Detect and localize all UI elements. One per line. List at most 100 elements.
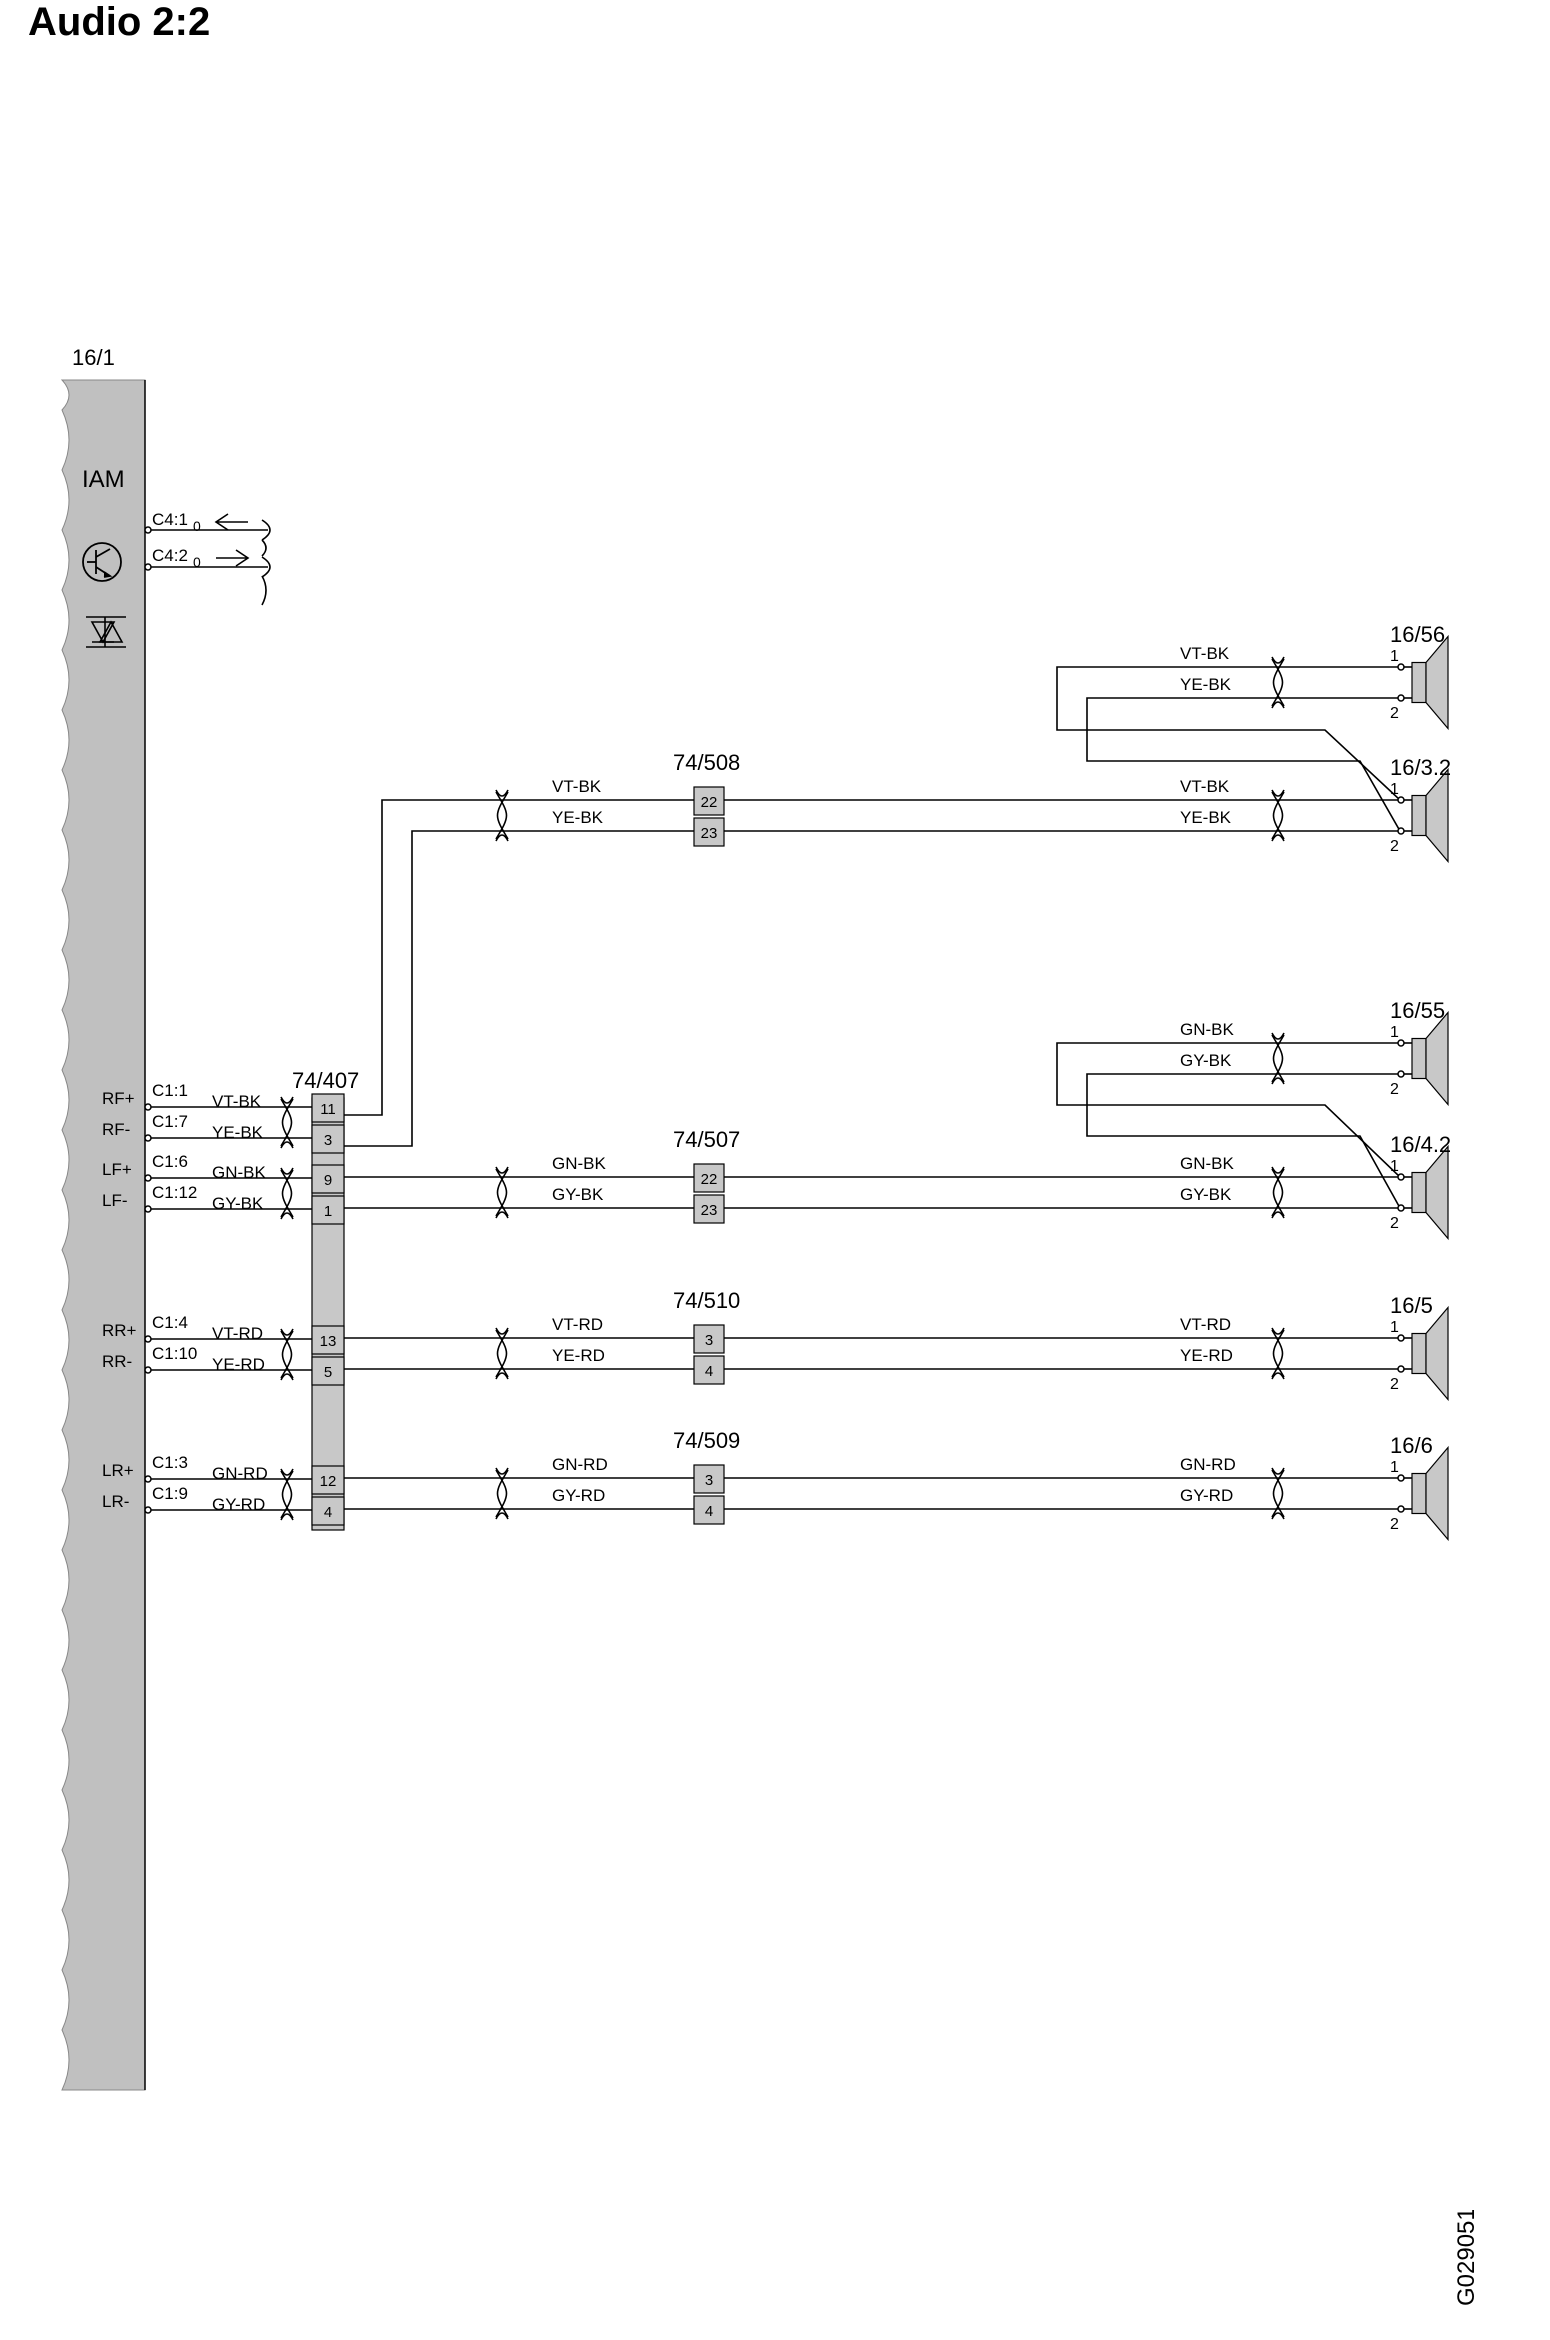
signal-label: RF+ xyxy=(102,1089,135,1108)
c4-pin-2-zero: 0 xyxy=(193,554,201,570)
connector-pin-number: 4 xyxy=(705,1503,713,1520)
speaker-icon xyxy=(1397,1010,1449,1107)
c4-wires xyxy=(144,513,271,606)
signal-pin: C1:1 xyxy=(152,1081,188,1100)
twisted-pair-icon xyxy=(280,1328,294,1381)
signal-label: LR- xyxy=(102,1492,129,1511)
wire-color: VT-RD xyxy=(552,1315,603,1334)
connector-pin-cell xyxy=(311,1195,345,1225)
wire-color: VT-RD xyxy=(1180,1315,1231,1334)
twisted-pair-icon xyxy=(280,1096,294,1149)
wire-rf-minus xyxy=(344,830,1400,1147)
speaker-icon xyxy=(1397,1305,1449,1402)
connector-pin-number: 4 xyxy=(705,1363,713,1380)
module-ref: 16/1 xyxy=(72,345,115,370)
speaker-pin: 2 xyxy=(1390,838,1399,855)
speaker-pin: 2 xyxy=(1390,1516,1399,1533)
diode-icon xyxy=(86,616,126,648)
speaker-pin: 1 xyxy=(1390,648,1399,665)
signal-label: LR+ xyxy=(102,1461,134,1480)
c4-pin-1: C4:1 xyxy=(152,510,188,529)
connector-pin-number: 5 xyxy=(324,1364,332,1381)
wire-color: GY-BK xyxy=(212,1194,264,1213)
connector-pin-cell xyxy=(311,1093,345,1123)
signal-pin: C1:9 xyxy=(152,1484,188,1503)
wire-color: VT-RD xyxy=(212,1324,263,1343)
module-body xyxy=(60,379,146,2091)
branch-16-55-pin1 xyxy=(1056,1042,1401,1178)
wire-color: GY-BK xyxy=(1180,1051,1232,1070)
wire-color: GY-RD xyxy=(552,1486,605,1505)
connector-pin-cell xyxy=(693,786,725,816)
wire-color: YE-RD xyxy=(212,1355,265,1374)
wire-color: GY-BK xyxy=(552,1185,604,1204)
twisted-pair-icon xyxy=(495,1166,509,1219)
twisted-pair-icon xyxy=(1271,1032,1285,1085)
connector-ref: 74/508 xyxy=(673,750,740,775)
wire-rf-plus xyxy=(344,799,1400,1116)
speaker-pin: 2 xyxy=(1390,1215,1399,1232)
wire-color: GN-BK xyxy=(1180,1154,1235,1173)
wire-color: GN-BK xyxy=(552,1154,607,1173)
wire-color: VT-BK xyxy=(552,777,602,796)
connector-pin-cell xyxy=(693,1194,725,1224)
branch-16-56-pin1 xyxy=(1056,666,1401,801)
c4-pin-2: C4:2 xyxy=(152,546,188,565)
branch-16-56-pin2 xyxy=(1086,697,1401,832)
wire-color: GN-RD xyxy=(212,1464,268,1483)
signal-label: LF- xyxy=(102,1191,128,1210)
signal-label: LF+ xyxy=(102,1160,132,1179)
connector-pin-number: 1 xyxy=(324,1203,332,1220)
wire-color: GY-RD xyxy=(212,1495,265,1514)
speaker-pin: 1 xyxy=(1390,1024,1399,1041)
wire-color: YE-RD xyxy=(1180,1346,1233,1365)
wire-color: YE-BK xyxy=(212,1123,264,1142)
speaker-ref: 16/5 xyxy=(1390,1293,1433,1318)
wire-color: VT-BK xyxy=(212,1092,262,1111)
wire-color: VT-BK xyxy=(1180,644,1230,663)
speakers: 16/561216/3.21216/551216/4.21216/51216/6… xyxy=(1390,622,1451,1542)
document-code: G029051 xyxy=(1453,2210,1480,2306)
connector-pin-number: 4 xyxy=(324,1504,332,1521)
connector-pin-cell xyxy=(693,1355,725,1385)
branch-16-55-pin2 xyxy=(1086,1073,1401,1209)
signal-pin: C1:6 xyxy=(152,1152,188,1171)
connector-74-407-body xyxy=(311,1097,345,1531)
wires: VT-BKYE-BKVT-BKYE-BKGN-BKGY-BKGN-BKGY-BK… xyxy=(344,644,1401,1520)
twisted-pair-icon xyxy=(495,1327,509,1380)
wire-color: VT-BK xyxy=(1180,777,1230,796)
connector-74-407-ref: 74/407 xyxy=(292,1068,359,1093)
speaker-ref: 16/3.2 xyxy=(1390,755,1451,780)
speaker-icon xyxy=(1397,634,1449,731)
connector-pin-cell xyxy=(311,1325,345,1355)
signal-pin: C1:3 xyxy=(152,1453,188,1472)
speaker-pin: 1 xyxy=(1390,781,1399,798)
module-name: IAM xyxy=(82,466,125,493)
twisted-pair-icon xyxy=(280,1167,294,1220)
pin-dot xyxy=(144,1475,152,1483)
twisted-pair-icon xyxy=(495,789,509,842)
speaker-pin: 1 xyxy=(1390,1459,1399,1476)
connector-pin-cell xyxy=(693,1324,725,1354)
twisted-pair-icon xyxy=(495,1467,509,1520)
twisted-pair-icon xyxy=(1271,656,1285,709)
connector-pin-cell xyxy=(311,1356,345,1386)
signal-rows: RF+C1:1VT-BKRF-C1:7YE-BKLF+C1:6GN-BKLF-C… xyxy=(102,1081,312,1521)
pin-dot xyxy=(144,1134,152,1142)
connector-ref: 74/510 xyxy=(673,1288,740,1313)
connector-pin-number: 11 xyxy=(320,1101,336,1118)
wire-color: GN-RD xyxy=(1180,1455,1236,1474)
speaker-pin: 1 xyxy=(1390,1158,1399,1175)
twisted-pair-icon xyxy=(1271,1327,1285,1380)
speaker-ref: 16/6 xyxy=(1390,1433,1433,1458)
speaker-ref: 16/4.2 xyxy=(1390,1132,1451,1157)
speaker-pin: 2 xyxy=(1390,1081,1399,1098)
connector-pin-number: 23 xyxy=(701,1202,718,1219)
c4-pin-1-zero: 0 xyxy=(193,518,201,534)
wire-color: GN-BK xyxy=(212,1163,267,1182)
diagram-title: Audio 2:2 xyxy=(28,0,211,44)
pin-dot xyxy=(144,1174,152,1182)
connector-pin-cell xyxy=(311,1496,345,1526)
signal-pin: C1:7 xyxy=(152,1112,188,1131)
